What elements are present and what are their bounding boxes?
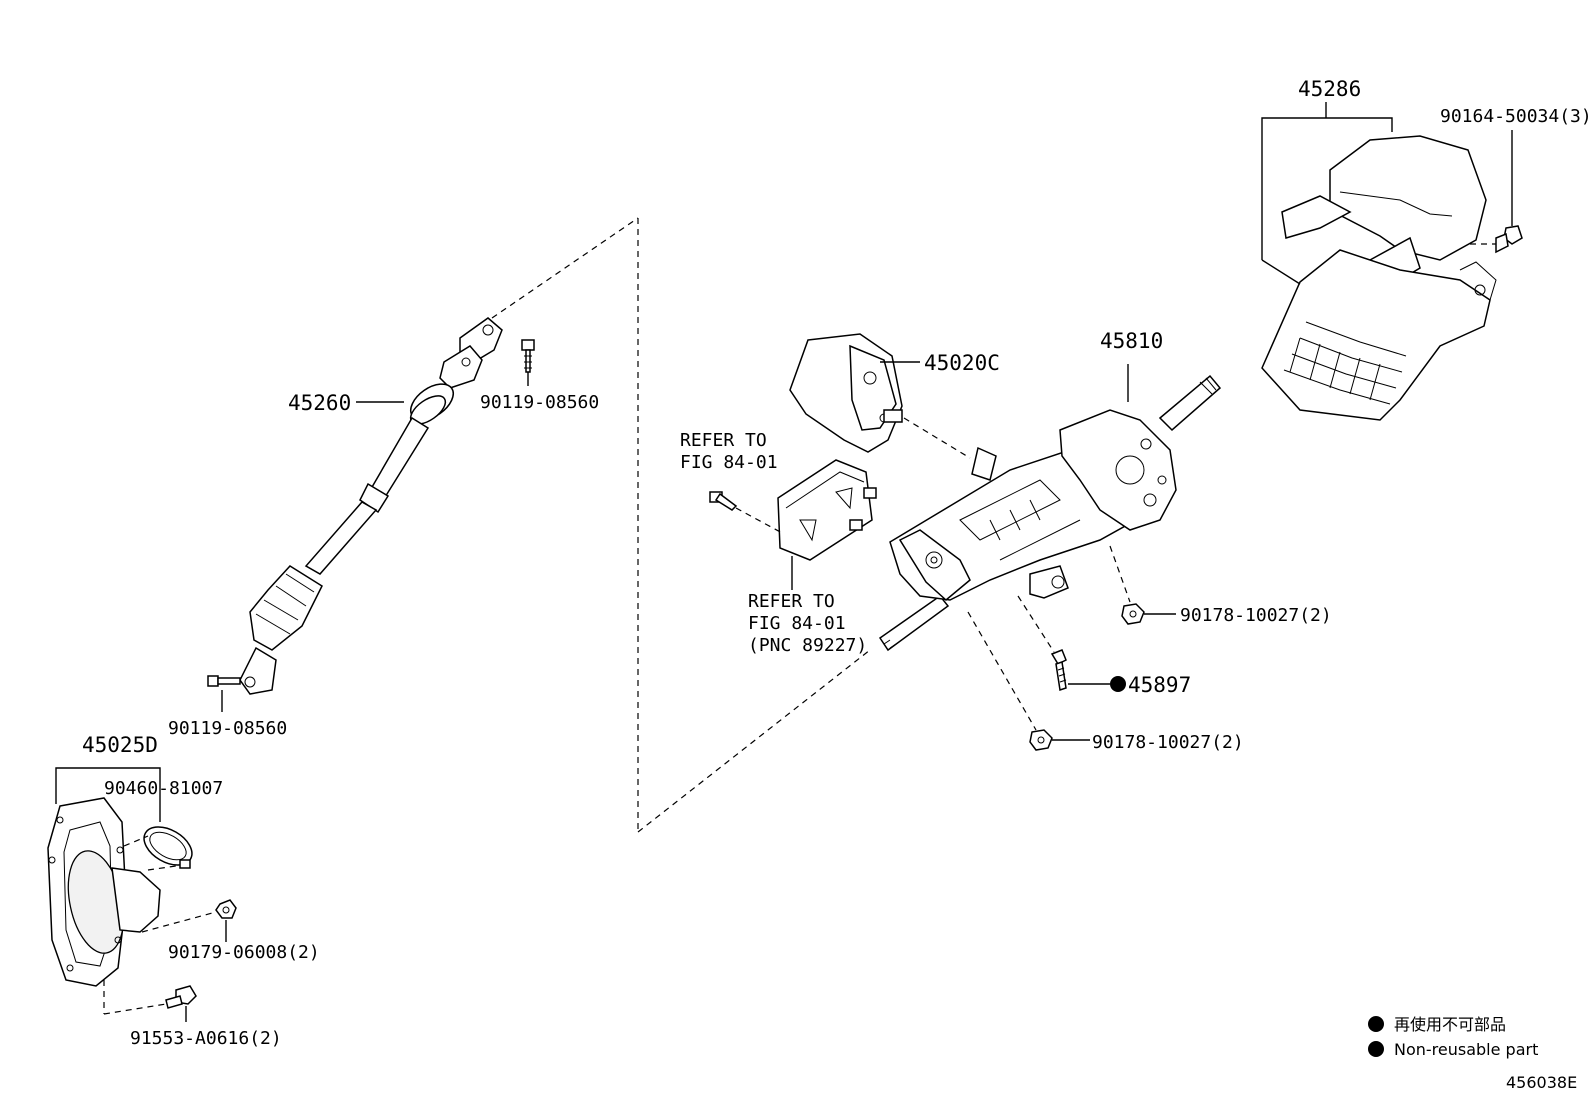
part-label-90179[interactable]: 90179-06008(2) <box>168 942 320 963</box>
nut-90179-icon[interactable] <box>215 899 237 919</box>
nut-90178-upper-icon[interactable] <box>1121 603 1145 625</box>
motor-45020C[interactable] <box>789 333 903 453</box>
refer-upper-line2[interactable]: FIG 84-01 <box>680 452 778 473</box>
legend-japanese: 再使用不可部品 <box>1394 1015 1506 1034</box>
leader-45286-lower <box>1261 259 1301 285</box>
bolt-90119-lower-icon[interactable] <box>207 675 241 687</box>
refer-lower-line3[interactable]: (PNC 89227) <box>748 635 867 656</box>
nut-90178-lower-icon[interactable] <box>1029 729 1053 751</box>
part-label-45286[interactable]: 45286 <box>1298 77 1361 101</box>
steering-lock-ecu-module[interactable] <box>777 459 877 561</box>
bolt-90119-upper-icon[interactable] <box>521 339 535 373</box>
intermediate-shaft-45260[interactable] <box>239 317 503 695</box>
steering-column-45810[interactable] <box>878 374 1222 652</box>
dash-45020C <box>903 417 971 459</box>
part-label-45260[interactable]: 45260 <box>288 391 351 415</box>
screw-90164-icon[interactable] <box>1495 225 1523 254</box>
part-label-91553[interactable]: 91553-A0616(2) <box>130 1028 282 1049</box>
dash-90460 <box>123 835 149 847</box>
part-label-90119-lower[interactable]: 90119-08560 <box>168 718 287 739</box>
part-label-90119-upper[interactable]: 90119-08560 <box>480 392 599 413</box>
legend-dot-icon <box>1368 1041 1384 1057</box>
bolt-45897-icon[interactable] <box>1050 649 1067 691</box>
part-label-90178-upper[interactable]: 90178-10027(2) <box>1180 605 1332 626</box>
diagram-id: 456038E <box>1506 1073 1577 1092</box>
dash-90460b <box>147 865 177 871</box>
part-label-45810[interactable]: 45810 <box>1100 329 1163 353</box>
dashed-leader-frame <box>491 217 871 833</box>
dash-90178-upper <box>1109 545 1131 603</box>
non-reusable-marker-icon <box>1110 676 1126 692</box>
dash-91553 <box>103 1003 167 1015</box>
dash-45897 <box>1017 595 1055 653</box>
part-label-90164[interactable]: 90164-50034(3) <box>1440 106 1592 127</box>
part-label-45025D[interactable]: 45025D <box>82 733 158 757</box>
part-label-90178-lower[interactable]: 90178-10027(2) <box>1092 732 1244 753</box>
refer-lower-line2[interactable]: FIG 84-01 <box>748 613 846 634</box>
bracket-45286 <box>1261 117 1393 260</box>
legend-dot-icon <box>1368 1016 1384 1032</box>
dash-ecu-screw <box>735 507 785 535</box>
dash-90178-lower <box>967 611 1037 731</box>
dash-90179 <box>141 911 217 933</box>
part-label-45897[interactable]: 45897 <box>1128 673 1191 697</box>
column-cover-45286[interactable] <box>1261 135 1497 421</box>
legend: 再使用不可部品 Non-reusable part <box>1368 1015 1538 1059</box>
screw-ecu-icon[interactable] <box>709 491 738 511</box>
bracket-45025D <box>55 767 161 782</box>
refer-lower-line1[interactable]: REFER TO <box>748 591 835 612</box>
refer-upper-line1[interactable]: REFER TO <box>680 430 767 451</box>
hole-cover-45025D[interactable] <box>47 797 161 987</box>
part-label-90460[interactable]: 90460-81007 <box>104 778 223 799</box>
legend-english: Non-reusable part <box>1394 1040 1538 1059</box>
bolt-91553-icon[interactable] <box>165 985 197 1009</box>
clamp-90460-icon[interactable] <box>137 819 198 873</box>
part-label-45020C[interactable]: 45020C <box>924 351 1000 375</box>
